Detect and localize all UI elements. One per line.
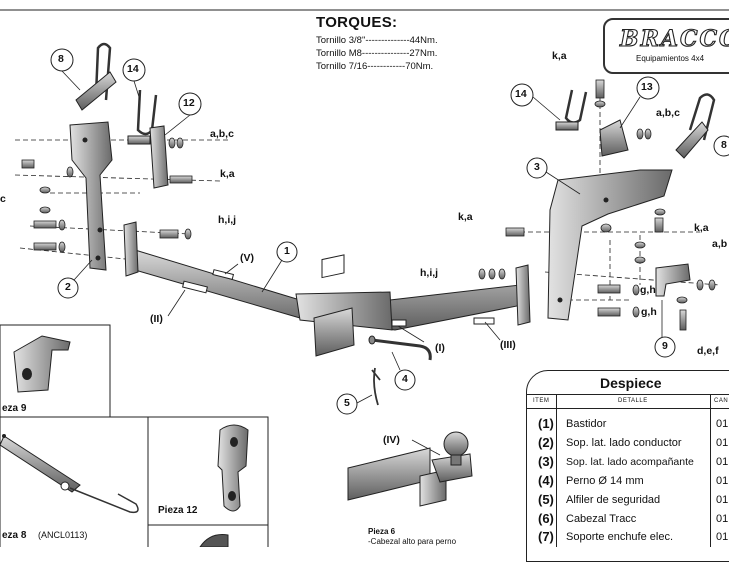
callout-2: 2 — [65, 281, 71, 293]
pieza-12-drawing — [217, 424, 249, 512]
callout-roman-IV: (IV) — [383, 434, 400, 446]
table-row-item: (5) — [538, 492, 554, 507]
callout-gh-upper: g,h — [640, 284, 656, 296]
callout-13: 13 — [641, 81, 653, 93]
table-row-qty: 01 — [716, 456, 729, 468]
callout-3: 3 — [534, 161, 540, 173]
pieza-6-label: Pieza 6 — [368, 527, 396, 536]
table-col-divider-2 — [710, 394, 711, 547]
receiver-tube — [313, 254, 355, 357]
table-row-qty: 01 — [716, 531, 729, 543]
table-row-desc: Bastidor — [566, 418, 607, 430]
callout-ab-right: a,b — [712, 238, 728, 250]
hitch-assembly-drawing — [0, 9, 729, 547]
right-bolts — [478, 79, 716, 331]
callout-ka-top: k,a — [552, 50, 567, 62]
torque-row-2: Tornillo M8---------------27Nm. — [316, 48, 438, 59]
callout-ka-left: k,a — [220, 168, 235, 180]
torques-title: TORQUES: — [316, 14, 398, 31]
pieza-6-ball-head — [347, 431, 473, 507]
table-row-item: (3) — [538, 454, 554, 469]
table-row-item: (1) — [538, 416, 554, 431]
callout-abc-left: a,b,c — [210, 128, 234, 140]
table-row-qty: 01 — [716, 437, 729, 449]
callout-9: 9 — [662, 340, 668, 352]
safety-clip-5 — [371, 367, 381, 406]
left-u-bolt-8 — [75, 42, 117, 111]
brand-subtitle: Equipamientos 4x4 — [636, 54, 705, 63]
brand-logo: BRACCO — [619, 25, 729, 52]
callout-roman-III: (III) — [500, 339, 516, 351]
callout-c-left: c — [0, 193, 6, 205]
header-item: ITEM — [533, 398, 550, 404]
table-row-item: (2) — [538, 435, 554, 450]
table-row-item: (4) — [538, 473, 554, 488]
plate-12 — [149, 125, 169, 189]
header-detail: DETALLE — [618, 398, 648, 404]
table-row-item: (7) — [538, 529, 554, 544]
left-bolts — [21, 137, 193, 253]
callout-12: 12 — [183, 97, 195, 109]
callout-roman-II: (II) — [150, 313, 163, 325]
callout-1: 1 — [284, 245, 290, 257]
header-qty: CAN — [714, 398, 729, 404]
callout-4: 4 — [402, 373, 408, 385]
callout-ka-mid: k,a — [458, 211, 473, 223]
pieza-8-drawing — [0, 434, 139, 514]
table-row-qty: 01 — [716, 418, 729, 430]
torque-row-3: Tornillo 7/16------------70Nm. — [316, 61, 434, 72]
torque-row-1: Tornillo 3/8"--------------44Nm. — [316, 35, 438, 46]
pieza-next-drawing — [199, 534, 229, 547]
table-row-desc: Perno Ø 14 mm — [566, 475, 644, 487]
table-title-divider — [526, 394, 729, 395]
hitch-pin-4 — [368, 335, 432, 361]
bracket-13 — [599, 119, 629, 157]
table-header-divider — [526, 408, 729, 409]
callout-hij-left: h,i,j — [218, 214, 237, 226]
pieza-12-label: Pieza 12 — [158, 505, 198, 516]
table-row-qty: 01 — [716, 494, 729, 506]
table-row-desc: Alfiler de seguridad — [566, 494, 661, 506]
callout-14-right: 14 — [515, 88, 527, 100]
pieza-8-label: eza 8 — [2, 530, 27, 541]
callout-hij-right: h,i,j — [420, 267, 439, 279]
table-col-divider-1 — [556, 394, 557, 547]
callout-circles — [50, 48, 729, 415]
callout-5: 5 — [344, 397, 350, 409]
pieza-next-frame — [147, 524, 269, 547]
pieza-8-code: (ANCL0113) — [38, 530, 88, 540]
right-pin-14 — [555, 89, 588, 131]
left-side-bracket — [69, 121, 113, 271]
callout-8-right: 8 — [721, 139, 727, 151]
callout-def: d,e,f — [697, 345, 719, 357]
bracket-9 — [655, 263, 691, 297]
table-row-desc: Soporte enchufe elec. — [566, 531, 674, 543]
table-row-qty: 01 — [716, 513, 729, 525]
table-row-desc: Cabezal Tracc — [566, 513, 637, 525]
parts-table-title: Despiece — [600, 375, 662, 391]
exploded-diagram-sheet: TORQUES: Tornillo 3/8"--------------44Nm… — [0, 9, 729, 562]
right-side-bracket — [547, 169, 673, 321]
callout-abc-right: a,b,c — [656, 107, 680, 119]
table-row-qty: 01 — [716, 475, 729, 487]
pieza-9-drawing — [13, 335, 71, 393]
callout-ka-right: k,a — [694, 222, 709, 234]
right-u-bolt-8 — [675, 93, 716, 159]
pieza-9-label: eza 9 — [2, 403, 27, 414]
callout-gh-lower: g,h — [641, 306, 657, 318]
callout-14-left: 14 — [127, 63, 139, 75]
table-row-desc: Sop. lat. lado acompañante — [566, 456, 694, 468]
pieza-9-hole — [22, 368, 32, 380]
table-row-desc: Sop. lat. lado conductor — [566, 437, 682, 449]
callout-8-left: 8 — [58, 53, 64, 65]
brand-logo-frame — [603, 18, 729, 74]
leader-lines — [61, 70, 663, 456]
callout-roman-I: (I) — [435, 342, 445, 354]
pieza-6-subtitle: -Cabezal alto para perno — [368, 537, 457, 546]
callout-roman-V: (V) — [240, 252, 254, 264]
left-assembly-lines — [14, 139, 230, 261]
table-row-item: (6) — [538, 511, 554, 526]
